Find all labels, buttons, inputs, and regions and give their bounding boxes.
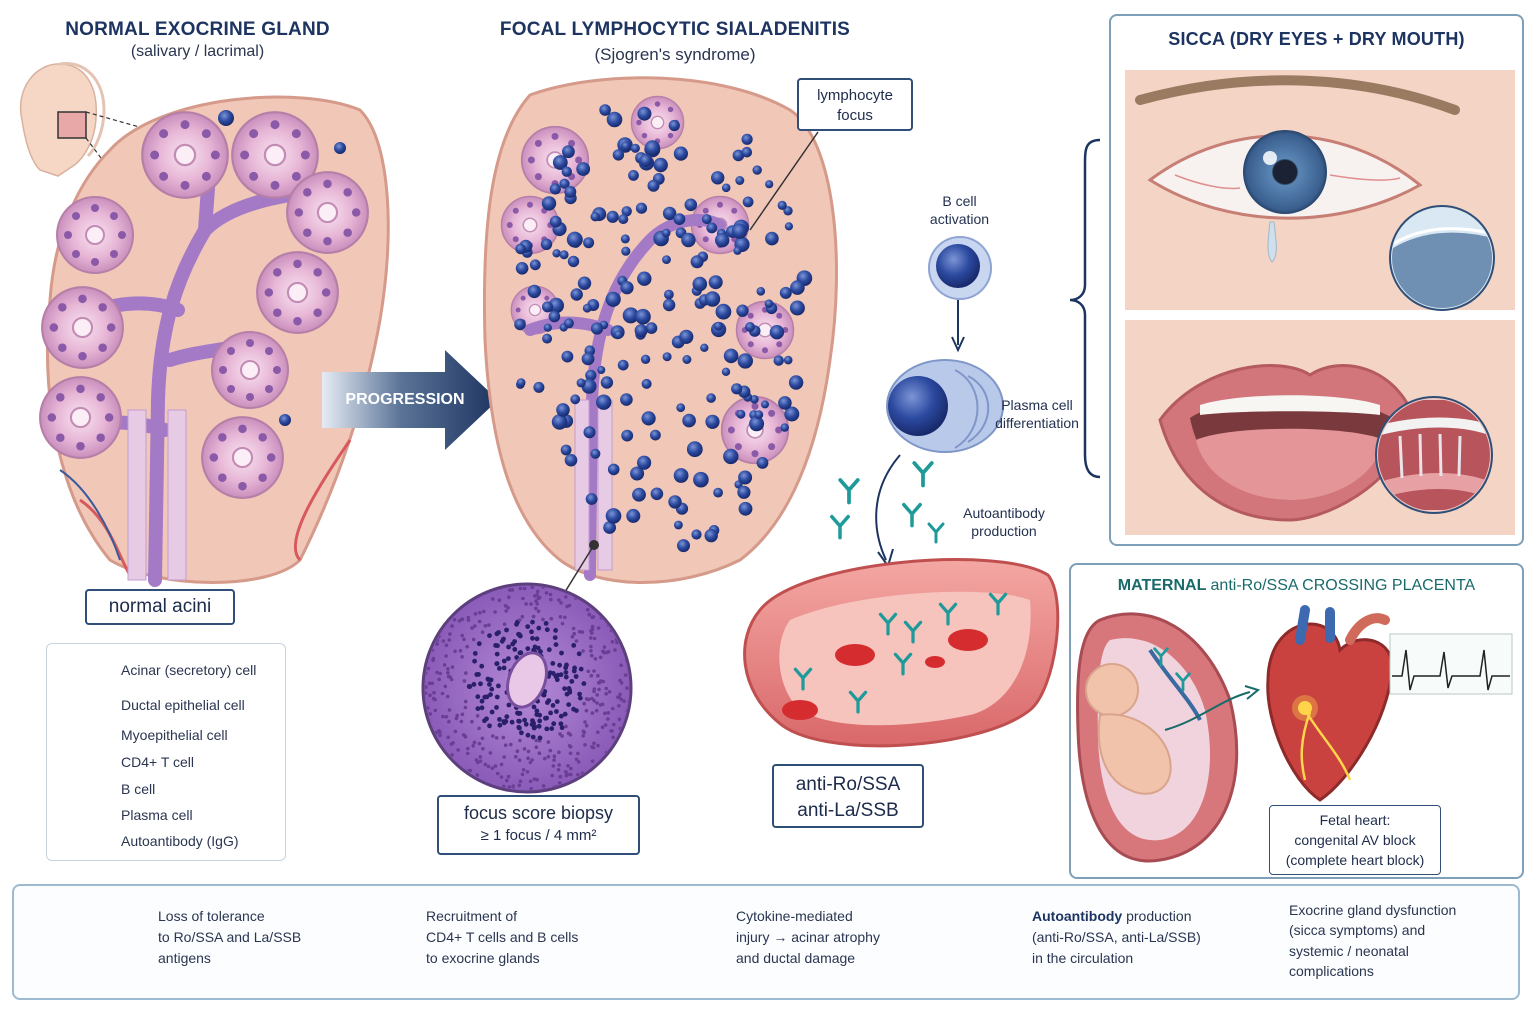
normal-gland-illustration xyxy=(39,95,390,587)
legend-item-cd4-t-cell: CD4+ T cell xyxy=(121,754,195,770)
plasma-cell xyxy=(886,359,1004,453)
sicca-title: SICCA (DRY EYES + DRY MOUTH) xyxy=(1168,29,1465,49)
fetus-in-uterus-illustration xyxy=(1076,612,1261,863)
flow-step-1-line1: Loss of tolerance xyxy=(158,908,265,924)
lymphocyte-focus-callout-line xyxy=(749,131,819,231)
normal-gland-title: NORMAL EXOCRINE GLAND xyxy=(65,19,330,40)
fetal-heart-line1: Fetal heart: xyxy=(1319,812,1391,828)
flow-step-3-line1: Cytokine-mediated xyxy=(736,908,853,924)
flow-step-3-line3: and ductal damage xyxy=(736,950,856,966)
flow-step-4: Autoantibody production (anti-Ro/SSA, an… xyxy=(1032,906,1201,969)
flow-step-3: Cytokine-mediated injury → acinar atroph… xyxy=(736,906,880,969)
placenta-title: MATERNAL anti-Ro/SSA CROSSING PLACENTA xyxy=(1070,576,1523,597)
lymphocyte-focus-callout: lymphocyte focus xyxy=(797,78,913,131)
flow-step-1-line3: antigens xyxy=(158,950,211,966)
progression-label: PROGRESSION xyxy=(345,391,465,408)
legend-item-autoantibody: Autoantibody (IgG) xyxy=(121,833,239,849)
plasma-cell-differentiation-label: Plasma cell differentiation xyxy=(995,397,1079,432)
pathogenesis-flow xyxy=(12,884,1520,1000)
biopsy-label-box: focus score biopsy ≥ 1 focus / 4 mm² xyxy=(437,795,640,855)
dry-eye-illustration xyxy=(1125,70,1515,311)
progression-arrow xyxy=(322,350,498,450)
flow-step-2-line3: to exocrine glands xyxy=(426,950,540,966)
flow-step-4-line1: production xyxy=(1122,908,1192,924)
flow-step-4-bold: Autoantibody xyxy=(1032,908,1123,924)
anti-ro-label: anti-Ro/SSA xyxy=(795,774,901,795)
fetal-heart-illustration xyxy=(1266,605,1394,802)
flow-step-4-line2: (anti-Ro/SSA, anti-La/SSB) xyxy=(1032,929,1201,945)
legend-item-ductal: Ductal epithelial cell xyxy=(121,697,245,713)
inflamed-gland-illustration xyxy=(482,76,838,584)
flow-step-1: Loss of tolerance to Ro/SSA and La/SSB a… xyxy=(158,906,301,969)
placenta-title-rest: anti-Ro/SSA CROSSING PLACENTA xyxy=(1210,577,1476,594)
fetal-heart-label-box: Fetal heart: congenital AV block (comple… xyxy=(1269,805,1441,875)
flow-step-5-line4: complications xyxy=(1289,962,1374,979)
fetal-heart-line3: (complete heart block) xyxy=(1285,852,1425,868)
flow-step-5: Exocrine gland dysfunction (sicca sympto… xyxy=(1289,900,1456,981)
placenta-panel xyxy=(1069,563,1524,879)
legend-item-b-cell: B cell xyxy=(121,781,156,797)
placenta-title-bold: MATERNAL xyxy=(1117,577,1207,594)
b-cell-activation-cell xyxy=(928,236,992,353)
legend-item-myoepithelial: Myoepithelial cell xyxy=(121,727,228,743)
bracket xyxy=(1069,138,1101,479)
flow-step-5-line1: Exocrine gland dysfunction xyxy=(1289,902,1457,918)
flow-step-1-line2: to Ro/SSA and La/SSB xyxy=(158,929,302,945)
biopsy-criteria: ≥ 1 focus / 4 mm² xyxy=(480,827,597,844)
sialadenitis-title: FOCAL LYMPHOCYTIC SIALADENITIS xyxy=(499,19,851,40)
biopsy-title: focus score biopsy xyxy=(463,803,614,823)
flow-step-5-line2: (sicca symptoms) and xyxy=(1289,922,1426,939)
flow-step-2-line2: CD4+ T cells and B cells xyxy=(426,929,579,945)
antibodies-label-box: anti-Ro/SSA anti-La/SSB xyxy=(772,764,924,828)
autoantibody-production-label: Autoantibody production xyxy=(963,505,1045,540)
sicca-panel xyxy=(1109,14,1524,546)
normal-gland-subtitle: (salivary / lacrimal) xyxy=(130,43,265,60)
dry-mouth-illustration xyxy=(1125,320,1515,535)
biopsy-histology-view xyxy=(421,540,633,794)
flow-step-4-line3: in the circulation xyxy=(1032,950,1134,966)
normal-acini-label: normal acini xyxy=(85,589,235,625)
legend-item-acinar: Acinar (secretory) cell xyxy=(121,662,257,678)
ecg-strip xyxy=(1389,633,1513,695)
cell-legend: Acinar (secretory) cell Ductal epithelia… xyxy=(46,643,286,861)
head-profile-sketch xyxy=(19,62,151,177)
flow-step-5-line3: systemic / neonatal xyxy=(1289,942,1409,959)
sialadenitis-subtitle: (Sjogren's syndrome) xyxy=(594,45,756,64)
autoantibody-cluster xyxy=(830,454,945,569)
blood-vessel-illustration xyxy=(743,558,1060,748)
flow-step-3-line2: injury → acinar atrophy xyxy=(736,929,880,945)
b-cell-activation-label: B cell activation xyxy=(929,193,990,228)
legend-item-plasma-cell: Plasma cell xyxy=(121,807,193,823)
flow-step-2-line1: Recruitment of xyxy=(426,908,518,924)
fetal-heart-line2: congenital AV block xyxy=(1294,832,1416,848)
flow-step-2: Recruitment of CD4+ T cells and B cells … xyxy=(426,906,578,969)
anti-la-label: anti-La/SSB xyxy=(797,800,899,821)
